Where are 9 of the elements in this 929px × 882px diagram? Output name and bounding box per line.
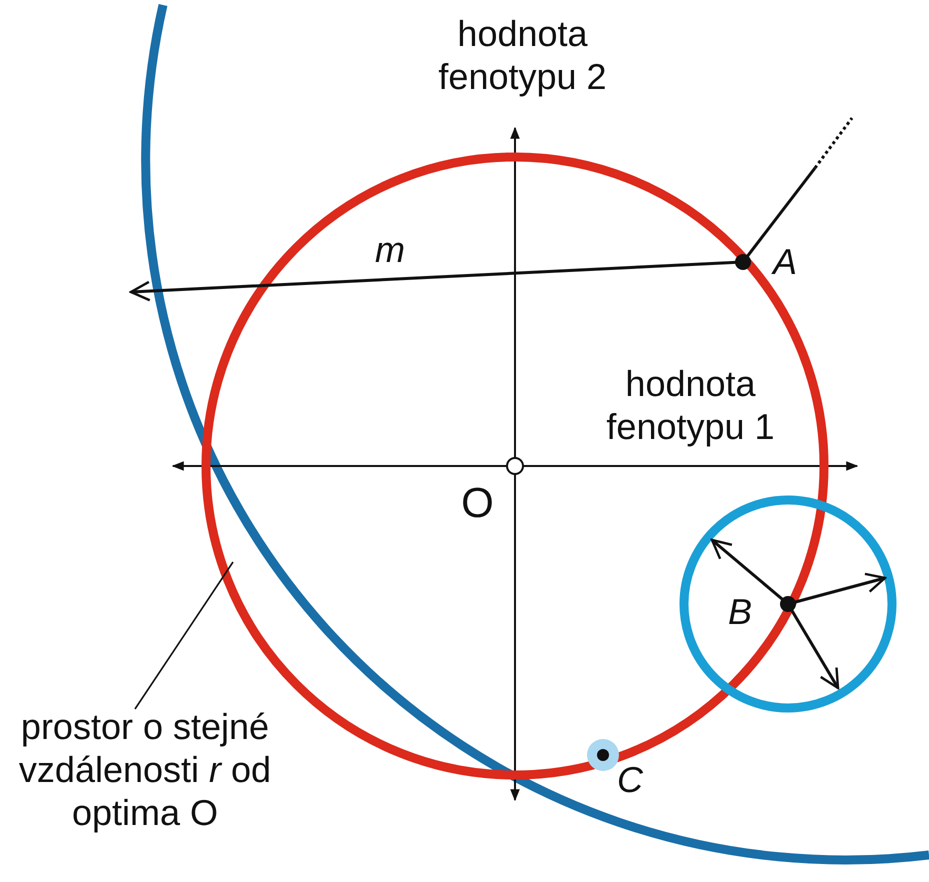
leader-line	[134, 562, 234, 710]
annotation-text: prostor o stejné vzdálenosti r od optima O	[0, 705, 290, 835]
origin-label: O	[460, 478, 495, 528]
point-label: A	[770, 240, 798, 284]
axis-label: hodnota fenotypu 2	[437, 12, 608, 98]
variable-label: m	[374, 228, 406, 272]
point-label: B	[726, 590, 753, 634]
axis-label: hodnota fenotypu 1	[605, 362, 776, 448]
point-label: C	[616, 758, 644, 802]
